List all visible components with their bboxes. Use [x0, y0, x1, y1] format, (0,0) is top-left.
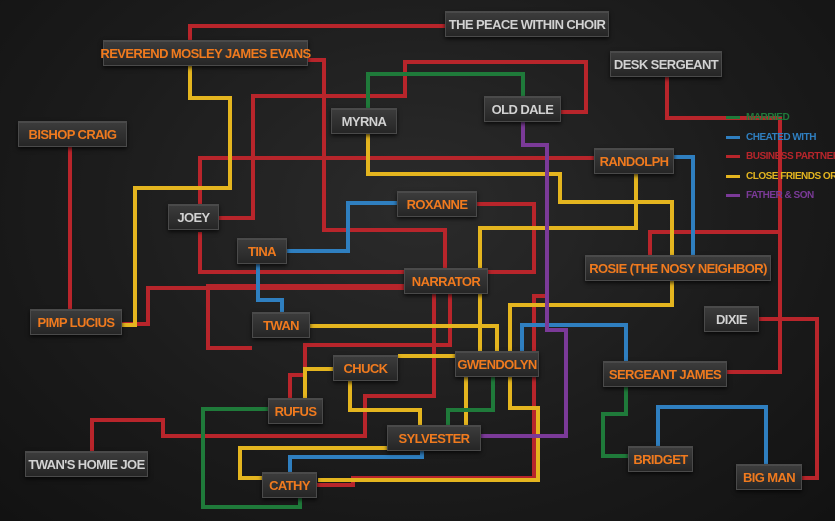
node-twans-homie-joe[interactable]: TWAN'S HOMIE JOE: [25, 451, 148, 477]
node-narrator[interactable]: NARRATOR: [404, 268, 488, 294]
link-friends-chuck-syl: [303, 367, 333, 398]
link-business-tina-roxanne: [198, 202, 536, 274]
link-business-joey-dale: [219, 60, 588, 220]
legend-label-father-and-son: FATHER & SON: [746, 190, 814, 202]
legend-swatch-married: [726, 116, 740, 120]
legend: MARRIED CHEATED WITH BUSINESS PARTNERS C…: [726, 108, 835, 206]
link-friends-randolph-chuck: [398, 174, 638, 358]
node-rosie-the-nosy-neighbor[interactable]: ROSIE (THE NOSY NEIGHBOR): [585, 255, 771, 281]
legend-swatch-business-partners: [726, 155, 740, 159]
node-peace-within-choir[interactable]: THE PEACE WITHIN CHOIR: [445, 11, 609, 37]
legend-label-close-friends: CLOSE FRIENDS OR RELATIVES: [746, 170, 835, 182]
link-friends-cathy-sylv: [238, 446, 387, 480]
node-joey[interactable]: JOEY: [168, 204, 219, 230]
link-friends-rev-pimp: [122, 66, 232, 327]
legend-item-cheated-with: CHEATED WITH: [726, 128, 835, 148]
link-married-rufus-cathy: [201, 407, 302, 509]
node-bridget[interactable]: BRIDGET: [628, 446, 693, 472]
legend-item-married: MARRIED: [726, 108, 835, 128]
node-big-man[interactable]: BIG MAN: [736, 464, 802, 490]
link-father-dale-sylvester: [481, 122, 568, 438]
link-cheated-cathy-sylvester: [288, 451, 424, 472]
node-twan[interactable]: TWAN: [252, 312, 310, 338]
link-business-rosie-randolph: [648, 230, 780, 255]
node-dixie[interactable]: DIXIE: [704, 306, 759, 332]
link-cheated-bridget-bigman: [656, 405, 768, 464]
link-business-twan-narr: [206, 284, 404, 350]
link-married-sgt-bridget: [601, 387, 628, 458]
legend-item-father-and-son: FATHER & SON: [726, 186, 835, 206]
link-cheated-randolph-rosie: [674, 155, 695, 255]
node-gwendolyn[interactable]: GWENDOLYN: [455, 351, 539, 377]
link-business-rev-choir: [188, 24, 445, 40]
link-cheated-tina-roxanne-b: [287, 201, 397, 253]
legend-item-business-partners: BUSINESS PARTNERS: [726, 147, 835, 167]
legend-label-business-partners: BUSINESS PARTNERS: [746, 151, 835, 163]
node-chuck[interactable]: CHUCK: [333, 355, 398, 381]
node-myrna[interactable]: MYRNA: [331, 108, 397, 134]
link-business-rufus-narr: [288, 294, 452, 398]
legend-label-cheated-with: CHEATED WITH: [746, 131, 816, 143]
node-tina[interactable]: TINA: [237, 238, 287, 264]
node-sergeant-james[interactable]: SERGEANT JAMES: [603, 361, 727, 387]
legend-item-close-friends: CLOSE FRIENDS OR RELATIVES: [726, 167, 835, 187]
node-sylvester[interactable]: SYLVESTER: [387, 425, 481, 451]
link-business-rev-narrator: [308, 58, 447, 268]
link-cheated-sergeant-gwen: [520, 323, 628, 361]
node-pimp-lucius[interactable]: PIMP LUCIUS: [30, 309, 122, 335]
link-friends-sylvester-chuck: [348, 381, 422, 425]
link-friends-myrna-rosie: [318, 134, 674, 482]
node-desk-sergeant[interactable]: DESK SERGEANT: [610, 51, 722, 77]
link-cheated-tina-twan: [256, 264, 284, 312]
legend-swatch-father-and-son: [726, 194, 740, 198]
legend-swatch-close-friends: [726, 174, 740, 178]
node-rufus[interactable]: RUFUS: [268, 398, 323, 424]
link-married-gwen-syl: [446, 377, 495, 425]
node-roxanne[interactable]: ROXANNE: [397, 191, 477, 217]
link-business-dixie-bigman: [759, 317, 819, 480]
node-bishop-craig[interactable]: BISHOP CRAIG: [18, 121, 127, 147]
link-married-myrna-dale: [366, 72, 525, 108]
node-randolph[interactable]: RANDOLPH: [594, 148, 674, 174]
node-old-dale[interactable]: OLD DALE: [484, 96, 561, 122]
legend-swatch-cheated-with: [726, 135, 740, 139]
legend-label-married: MARRIED: [746, 112, 790, 124]
link-friends-twan-gwen: [310, 324, 499, 351]
link-business-homie-narr: [90, 294, 436, 451]
link-business-desk-bigman: [665, 77, 782, 374]
node-reverend-mosley-james-evans[interactable]: REVEREND MOSLEY JAMES EVANS: [100, 40, 311, 66]
node-cathy[interactable]: CATHY: [262, 472, 317, 498]
